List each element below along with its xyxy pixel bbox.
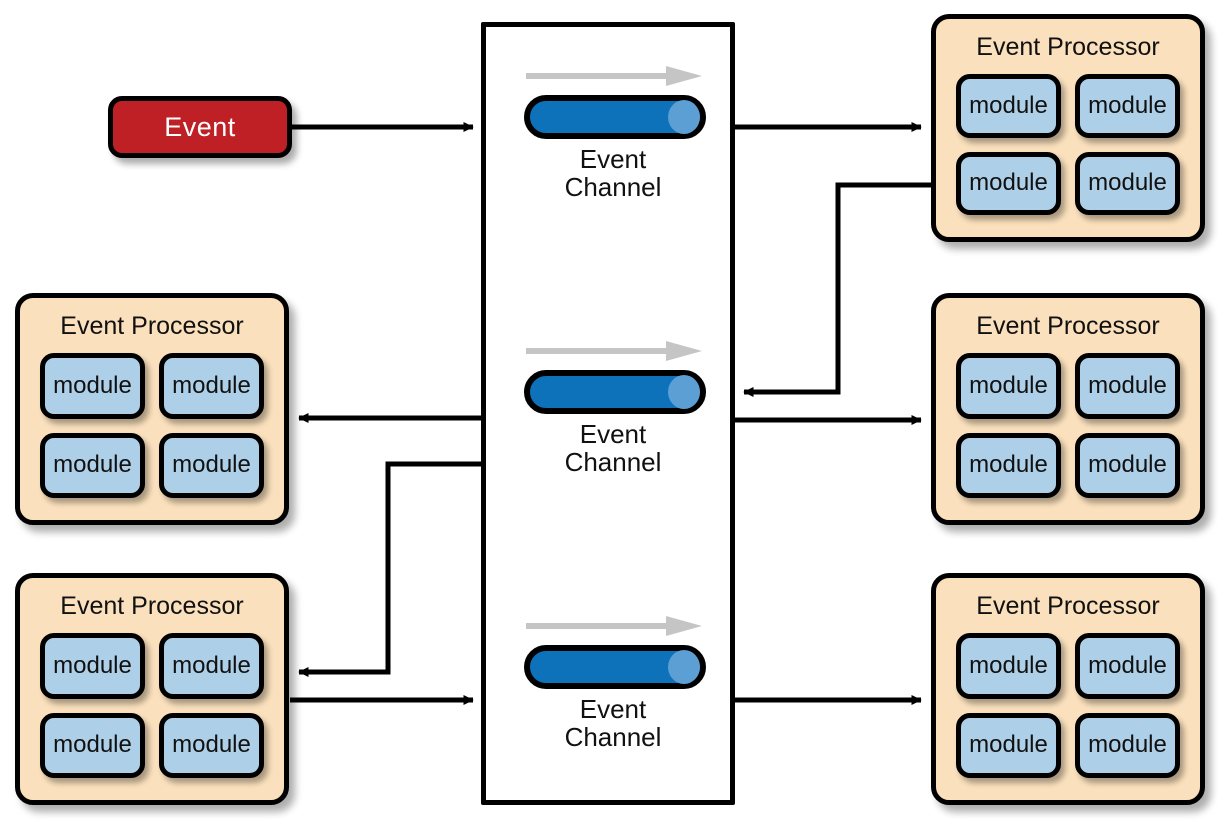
wire-processor-top-right-to-channel-2 — [743, 182, 931, 398]
module-box[interactable]: module — [159, 633, 264, 699]
module-box[interactable]: module — [159, 353, 264, 419]
processor-bottom-left[interactable]: Event Processor module module module mod… — [15, 573, 289, 805]
wire-channel-2-to-processor-bottom-left — [298, 461, 481, 678]
module-box[interactable]: module — [956, 432, 1061, 498]
module-box[interactable]: module — [159, 432, 264, 498]
channel-pipe-icon — [524, 645, 706, 689]
channel-label-line2: Channel — [564, 447, 662, 478]
event-channel-2[interactable]: Event Channel — [486, 340, 740, 530]
event-channel-container: Event Channel Event Channel — [481, 22, 735, 805]
event-channel-3-label: Event Channel — [486, 695, 740, 751]
module-grid: module module module module — [40, 353, 264, 498]
module-box[interactable]: module — [956, 74, 1061, 138]
module-box[interactable]: module — [956, 151, 1061, 215]
module-box[interactable]: module — [1075, 633, 1180, 699]
channel-pipe-icon — [524, 370, 706, 414]
channel-label-line2: Channel — [564, 722, 662, 753]
processor-middle-right[interactable]: Event Processor module module module mod… — [931, 293, 1205, 525]
processor-title: Event Processor — [976, 312, 1160, 340]
module-box[interactable]: module — [1075, 432, 1180, 498]
module-grid: module module module module — [956, 74, 1180, 215]
channel-label-line1: Event — [579, 419, 647, 449]
processor-top-right[interactable]: Event Processor module module module mod… — [931, 14, 1205, 242]
event-channel-1-label: Event Channel — [486, 145, 740, 201]
processor-title: Event Processor — [60, 312, 244, 340]
event-channel-2-label: Event Channel — [486, 420, 740, 476]
module-box[interactable]: module — [159, 712, 264, 778]
module-grid: module module module module — [956, 633, 1180, 778]
module-box[interactable]: module — [956, 712, 1061, 778]
event-channel-3[interactable]: Event Channel — [486, 615, 740, 805]
flow-arrow-icon — [526, 341, 702, 361]
flow-arrow-icon — [526, 616, 702, 636]
processor-title: Event Processor — [976, 592, 1160, 620]
module-box[interactable]: module — [1075, 74, 1180, 138]
processor-title: Event Processor — [60, 592, 244, 620]
channel-label-line2: Channel — [564, 172, 662, 203]
event-label: Event — [164, 111, 236, 142]
module-grid: module module module module — [956, 353, 1180, 498]
module-box[interactable]: module — [40, 633, 145, 699]
module-box[interactable]: module — [1075, 712, 1180, 778]
module-box[interactable]: module — [956, 633, 1061, 699]
event-box[interactable]: Event — [108, 96, 292, 158]
processor-title: Event Processor — [976, 33, 1160, 61]
module-box[interactable]: module — [40, 712, 145, 778]
channel-pipe-icon — [524, 95, 706, 139]
module-grid: module module module module — [40, 633, 264, 778]
event-channel-1[interactable]: Event Channel — [486, 65, 740, 255]
module-box[interactable]: module — [1075, 353, 1180, 419]
processor-middle-left[interactable]: Event Processor module module module mod… — [15, 293, 289, 525]
module-box[interactable]: module — [40, 353, 145, 419]
channel-label-line1: Event — [579, 694, 647, 724]
module-box[interactable]: module — [1075, 151, 1180, 215]
module-box[interactable]: module — [956, 353, 1061, 419]
channel-label-line1: Event — [579, 144, 647, 174]
processor-bottom-right[interactable]: Event Processor module module module mod… — [931, 573, 1205, 805]
flow-arrow-icon — [526, 66, 702, 86]
module-box[interactable]: module — [40, 432, 145, 498]
